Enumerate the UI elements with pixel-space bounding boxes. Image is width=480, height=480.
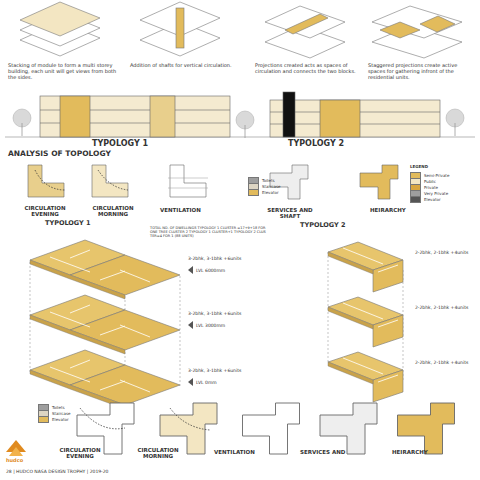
heading-label: SERVICES AND SHAFT (260, 207, 320, 220)
legend-text: Public (424, 179, 436, 184)
note-label: 2-2bhk, 2-1bhk +4units (415, 360, 468, 365)
heading-label: CIRCULATION MORNING (132, 447, 184, 460)
heading-label: TYPOLOGY 2 (288, 139, 344, 148)
note-label: LVL 3000mm (196, 323, 225, 328)
heading-label: CIRCULATION MORNING (80, 205, 146, 218)
note-label: 3-2bhk, 3-1bhk +6units (188, 311, 241, 316)
legend-swatch (38, 416, 49, 423)
legend-swatch (410, 196, 421, 203)
legend-text: Staircase (52, 411, 70, 416)
heading-label: TYPOLOGY 1 (45, 220, 91, 227)
heading-label: SERVICES AND (300, 449, 345, 455)
heading-label: ANALYSIS OF TOPOLOGY (8, 150, 111, 159)
note-label: Addition of shafts for vertical circulat… (130, 63, 235, 69)
heading-label: hudco (6, 458, 23, 464)
heading-label: LEGEND (410, 165, 428, 170)
legend-text: Toilets (262, 178, 275, 183)
legend-swatch (248, 189, 259, 196)
legend-text: Semi-Private (424, 173, 449, 178)
legend-text: Private (424, 185, 438, 190)
heading-label: TYPOLOGY 1 (92, 139, 148, 148)
heading-label: VENTILATION (160, 207, 201, 213)
note-label: 2-2bhk, 2-1bhk +4units (415, 250, 468, 255)
note-label: 2-2bhk, 2-1bhk +4units (415, 305, 468, 310)
note-label: LVL 0mm (196, 380, 217, 385)
heading-label: HEIRARCHY (370, 207, 406, 213)
note-label: 3-2bhk, 3-1bhk +6units (188, 368, 241, 373)
note-label: Stacking of module to form a multi store… (8, 63, 120, 80)
legend-row: Elevator (410, 196, 441, 203)
heading-label: TYPOLOGY 2 (300, 222, 346, 229)
heading-label: CIRCULATION EVENING (14, 205, 76, 218)
heading-label: VENTILATION (214, 449, 255, 455)
heading-label: CIRCULATION EVENING (56, 447, 104, 460)
note-label: TOTAL NO. OF DWELLINGS TYPOLOGY 1 CLUSTE… (150, 226, 270, 238)
legend-text: Elevator (262, 190, 279, 195)
legend-text: Staircase (262, 184, 280, 189)
legend-text: Toilets (52, 405, 65, 410)
legend-row: Elevator (38, 416, 69, 423)
legend-text: Elevator (52, 417, 69, 422)
legend-text: Elevator (424, 197, 441, 202)
legend-text: Very Private (424, 191, 448, 196)
note-label: 28 | HUDCO NASA DESIGN TROPHY | 2019-20 (6, 469, 108, 474)
note-label: Staggered projections create active spac… (368, 63, 472, 80)
note-label: Projections created acts as spaces of ci… (255, 63, 360, 75)
note-label: LVL 6000mm (196, 268, 225, 273)
heading-label: HEIRARCHY (392, 449, 428, 455)
legend-row: Elevator (248, 189, 279, 196)
note-label: 3-2bhk, 3-1bhk +6units (188, 256, 241, 261)
